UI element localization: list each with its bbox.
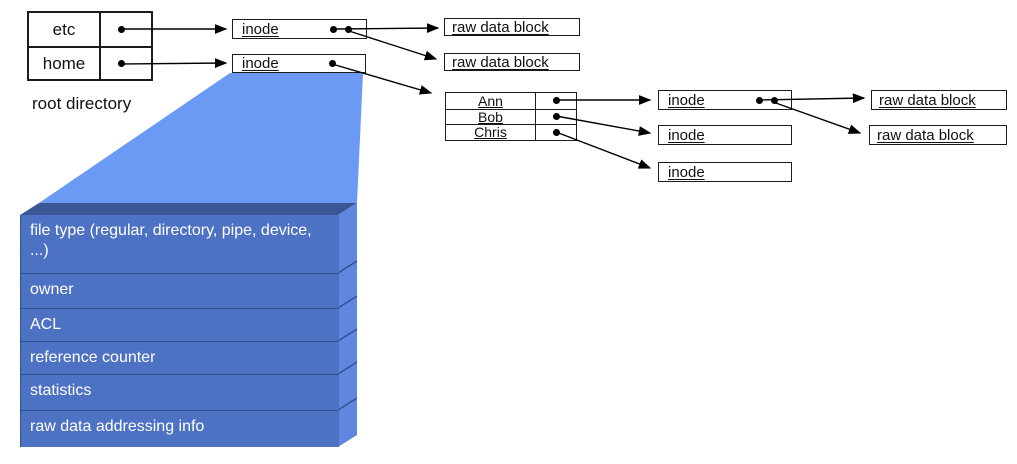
inode-detail-list: file type (regular, directory, pipe, dev… bbox=[20, 215, 339, 447]
inode-box-bob: inode bbox=[658, 125, 792, 145]
inode-field-owner: owner bbox=[21, 273, 339, 308]
pointer-dot bbox=[329, 60, 336, 67]
inode-field-raw-data-addressing: raw data addressing info bbox=[21, 410, 339, 447]
pointer-dot bbox=[552, 97, 560, 105]
raw-data-block-3: raw data block bbox=[871, 90, 1007, 110]
inode-field-statistics: statistics bbox=[21, 374, 339, 410]
inode-label: inode bbox=[668, 163, 705, 181]
pointer-dot bbox=[552, 128, 560, 136]
dir-entry-pointer-cell bbox=[536, 125, 576, 140]
pointer-dot bbox=[118, 60, 125, 67]
home-dir-row-chris: Chris bbox=[446, 124, 576, 140]
inode-field-reference-counter: reference counter bbox=[21, 341, 339, 374]
pointer-dot bbox=[345, 25, 352, 33]
dir-entry-name: Chris bbox=[446, 125, 536, 140]
raw-data-block-1: raw data block bbox=[444, 18, 580, 36]
inode-label: inode bbox=[668, 91, 705, 109]
magnifier-funnel-shape bbox=[39, 73, 363, 203]
raw-data-block-label: raw data block bbox=[877, 126, 974, 144]
inode-box-chris: inode bbox=[658, 162, 792, 182]
inode-label: inode bbox=[242, 20, 279, 38]
slab-side-separators bbox=[337, 260, 358, 411]
home-directory-table: Ann Bob Chris bbox=[445, 92, 577, 141]
raw-data-block-4: raw data block bbox=[869, 125, 1007, 145]
root-dir-row-home: home bbox=[29, 46, 151, 79]
inode-box-ann: inode bbox=[658, 90, 792, 110]
dir-entry-pointer-cell bbox=[101, 48, 151, 79]
dir-entry-name: etc bbox=[29, 13, 101, 46]
inode-field-acl: ACL bbox=[21, 308, 339, 341]
pointer-dot bbox=[771, 96, 778, 104]
root-directory-table: etc home bbox=[27, 11, 153, 81]
pointer-dot bbox=[118, 26, 125, 33]
slab-side-face bbox=[338, 203, 357, 447]
inode-box-etc: inode bbox=[232, 19, 367, 39]
pointer-dot bbox=[330, 25, 337, 33]
dir-entry-name: home bbox=[29, 48, 101, 79]
root-directory-caption: root directory bbox=[32, 94, 132, 113]
inode-box-home: inode bbox=[232, 54, 366, 73]
raw-data-block-label: raw data block bbox=[452, 53, 549, 71]
slab-top-face bbox=[20, 203, 357, 215]
dir-entry-pointer-cell bbox=[536, 93, 576, 109]
dir-entry-name: Bob bbox=[446, 109, 536, 124]
pointer-dot bbox=[756, 96, 763, 104]
root-dir-row-etc: etc bbox=[29, 13, 151, 46]
home-dir-row-ann: Ann bbox=[446, 93, 576, 109]
inode-field-file-type: file type (regular, directory, pipe, dev… bbox=[21, 215, 339, 273]
pointer-dot bbox=[552, 113, 560, 121]
dir-entry-pointer-cell bbox=[101, 13, 151, 46]
dir-entry-name: Ann bbox=[446, 93, 536, 109]
dir-entry-pointer-cell bbox=[536, 110, 576, 125]
inode-label: inode bbox=[668, 126, 705, 144]
inode-label: inode bbox=[242, 55, 279, 72]
raw-data-block-2: raw data block bbox=[444, 53, 580, 71]
raw-data-block-label: raw data block bbox=[879, 91, 976, 109]
raw-data-block-label: raw data block bbox=[452, 18, 549, 36]
home-dir-row-bob: Bob bbox=[446, 108, 576, 125]
